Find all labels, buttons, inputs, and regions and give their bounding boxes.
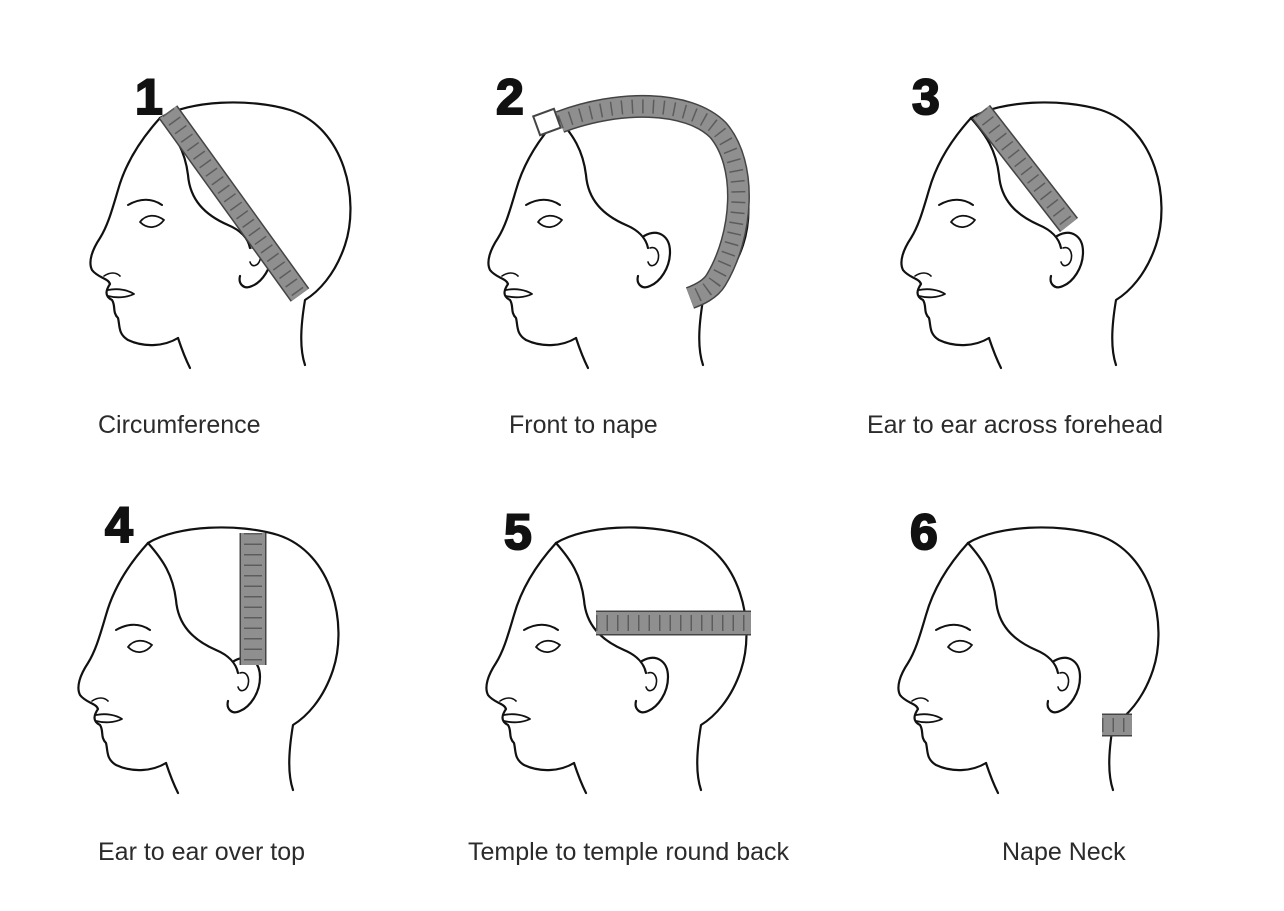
nostril-line	[911, 697, 929, 702]
ear-inner-line	[1060, 246, 1073, 267]
step-number: 3	[911, 69, 941, 125]
panel-nape-neck: 6 Nape Neck	[856, 455, 1284, 910]
step-caption: Ear to ear over top	[98, 838, 306, 866]
eye-line	[537, 214, 563, 228]
head-outline	[77, 526, 340, 795]
skull-line	[158, 101, 352, 367]
face-profile-line	[900, 116, 991, 347]
head-illustration	[487, 94, 750, 370]
circumference-tape	[159, 106, 309, 301]
eyebrow-line	[938, 198, 974, 206]
front-to-nape-tape	[556, 96, 749, 308]
nostril-line	[914, 272, 932, 277]
mouth-line	[503, 713, 531, 724]
panel-temple-to-temple: 5 Temple to temple round back	[428, 455, 856, 910]
head-illustration	[897, 526, 1160, 795]
face-profile-line	[89, 116, 180, 347]
skull-line	[146, 526, 340, 792]
step-number: 4	[104, 497, 134, 553]
hairline-line	[554, 541, 648, 675]
eye-line	[127, 639, 153, 653]
neck-front-line	[572, 761, 588, 795]
head-illustration	[900, 101, 1163, 370]
ear-line	[226, 656, 262, 714]
ear-inner-line	[645, 671, 658, 692]
nostril-line	[499, 697, 517, 702]
step-number: 6	[909, 504, 939, 560]
step-caption: Front to nape	[509, 411, 658, 439]
head-illustration	[89, 101, 352, 370]
panel-circumference: 1 Circumference	[0, 0, 428, 455]
nostril-line	[501, 272, 519, 277]
hairline-line	[966, 541, 1060, 675]
panel-ear-to-ear-forehead: 3 Ear to ear across forehead	[856, 0, 1284, 455]
neck-front-line	[987, 336, 1003, 370]
step-caption: Circumference	[98, 411, 261, 439]
skull-line	[554, 526, 748, 792]
head-outline	[897, 526, 1160, 795]
ear-line	[636, 231, 672, 289]
face-profile-line	[77, 541, 168, 772]
step-number: 2	[495, 69, 525, 125]
neck-front-line	[574, 336, 590, 370]
step-caption: Nape Neck	[1002, 838, 1126, 866]
hairline-line	[556, 116, 650, 250]
ear-inner-line	[647, 246, 660, 267]
skull-line	[966, 526, 1160, 792]
head-illustration	[77, 526, 340, 795]
mouth-line	[107, 288, 135, 299]
mouth-line	[95, 713, 123, 724]
neck-front-line	[164, 761, 180, 795]
step-number: 5	[503, 504, 533, 560]
forehead-tape	[973, 105, 1077, 232]
tape-end	[531, 107, 563, 137]
step-number: 1	[134, 69, 164, 125]
eyebrow-line	[523, 623, 559, 631]
face-profile-line	[897, 541, 988, 772]
eye-line	[950, 214, 976, 228]
ear-line	[1049, 231, 1085, 289]
neck-front-line	[984, 761, 1000, 795]
ear-line	[1046, 656, 1082, 714]
neck-front-line	[176, 336, 192, 370]
head-outline	[900, 101, 1163, 370]
hairline-line	[146, 541, 240, 675]
panel-front-to-nape: 2 Front to nape	[428, 0, 856, 455]
eyebrow-line	[115, 623, 151, 631]
eye-line	[139, 214, 165, 228]
mouth-line	[918, 288, 946, 299]
head-illustration	[485, 526, 751, 795]
head-outline	[485, 526, 751, 795]
face-profile-line	[487, 116, 578, 347]
eyebrow-line	[935, 623, 971, 631]
ear-inner-line	[237, 671, 250, 692]
skull-line	[969, 101, 1163, 367]
eye-line	[535, 639, 561, 653]
eyebrow-line	[127, 198, 163, 206]
panel-ear-to-ear-over-top: 4 Ear to ear over top	[0, 455, 428, 910]
ear-line	[634, 656, 670, 714]
head-outline	[487, 94, 750, 370]
step-caption: Ear to ear across forehead	[867, 411, 1163, 439]
face-profile-line	[485, 541, 576, 772]
mouth-line	[915, 713, 943, 724]
ear-inner-line	[1057, 671, 1070, 692]
head-outline	[89, 101, 352, 370]
hairline-line	[969, 116, 1063, 250]
nostril-line	[91, 697, 109, 702]
step-caption: Temple to temple round back	[468, 838, 790, 866]
eyebrow-line	[525, 198, 561, 206]
nostril-line	[103, 272, 121, 277]
mouth-line	[505, 288, 533, 299]
eye-line	[947, 639, 973, 653]
